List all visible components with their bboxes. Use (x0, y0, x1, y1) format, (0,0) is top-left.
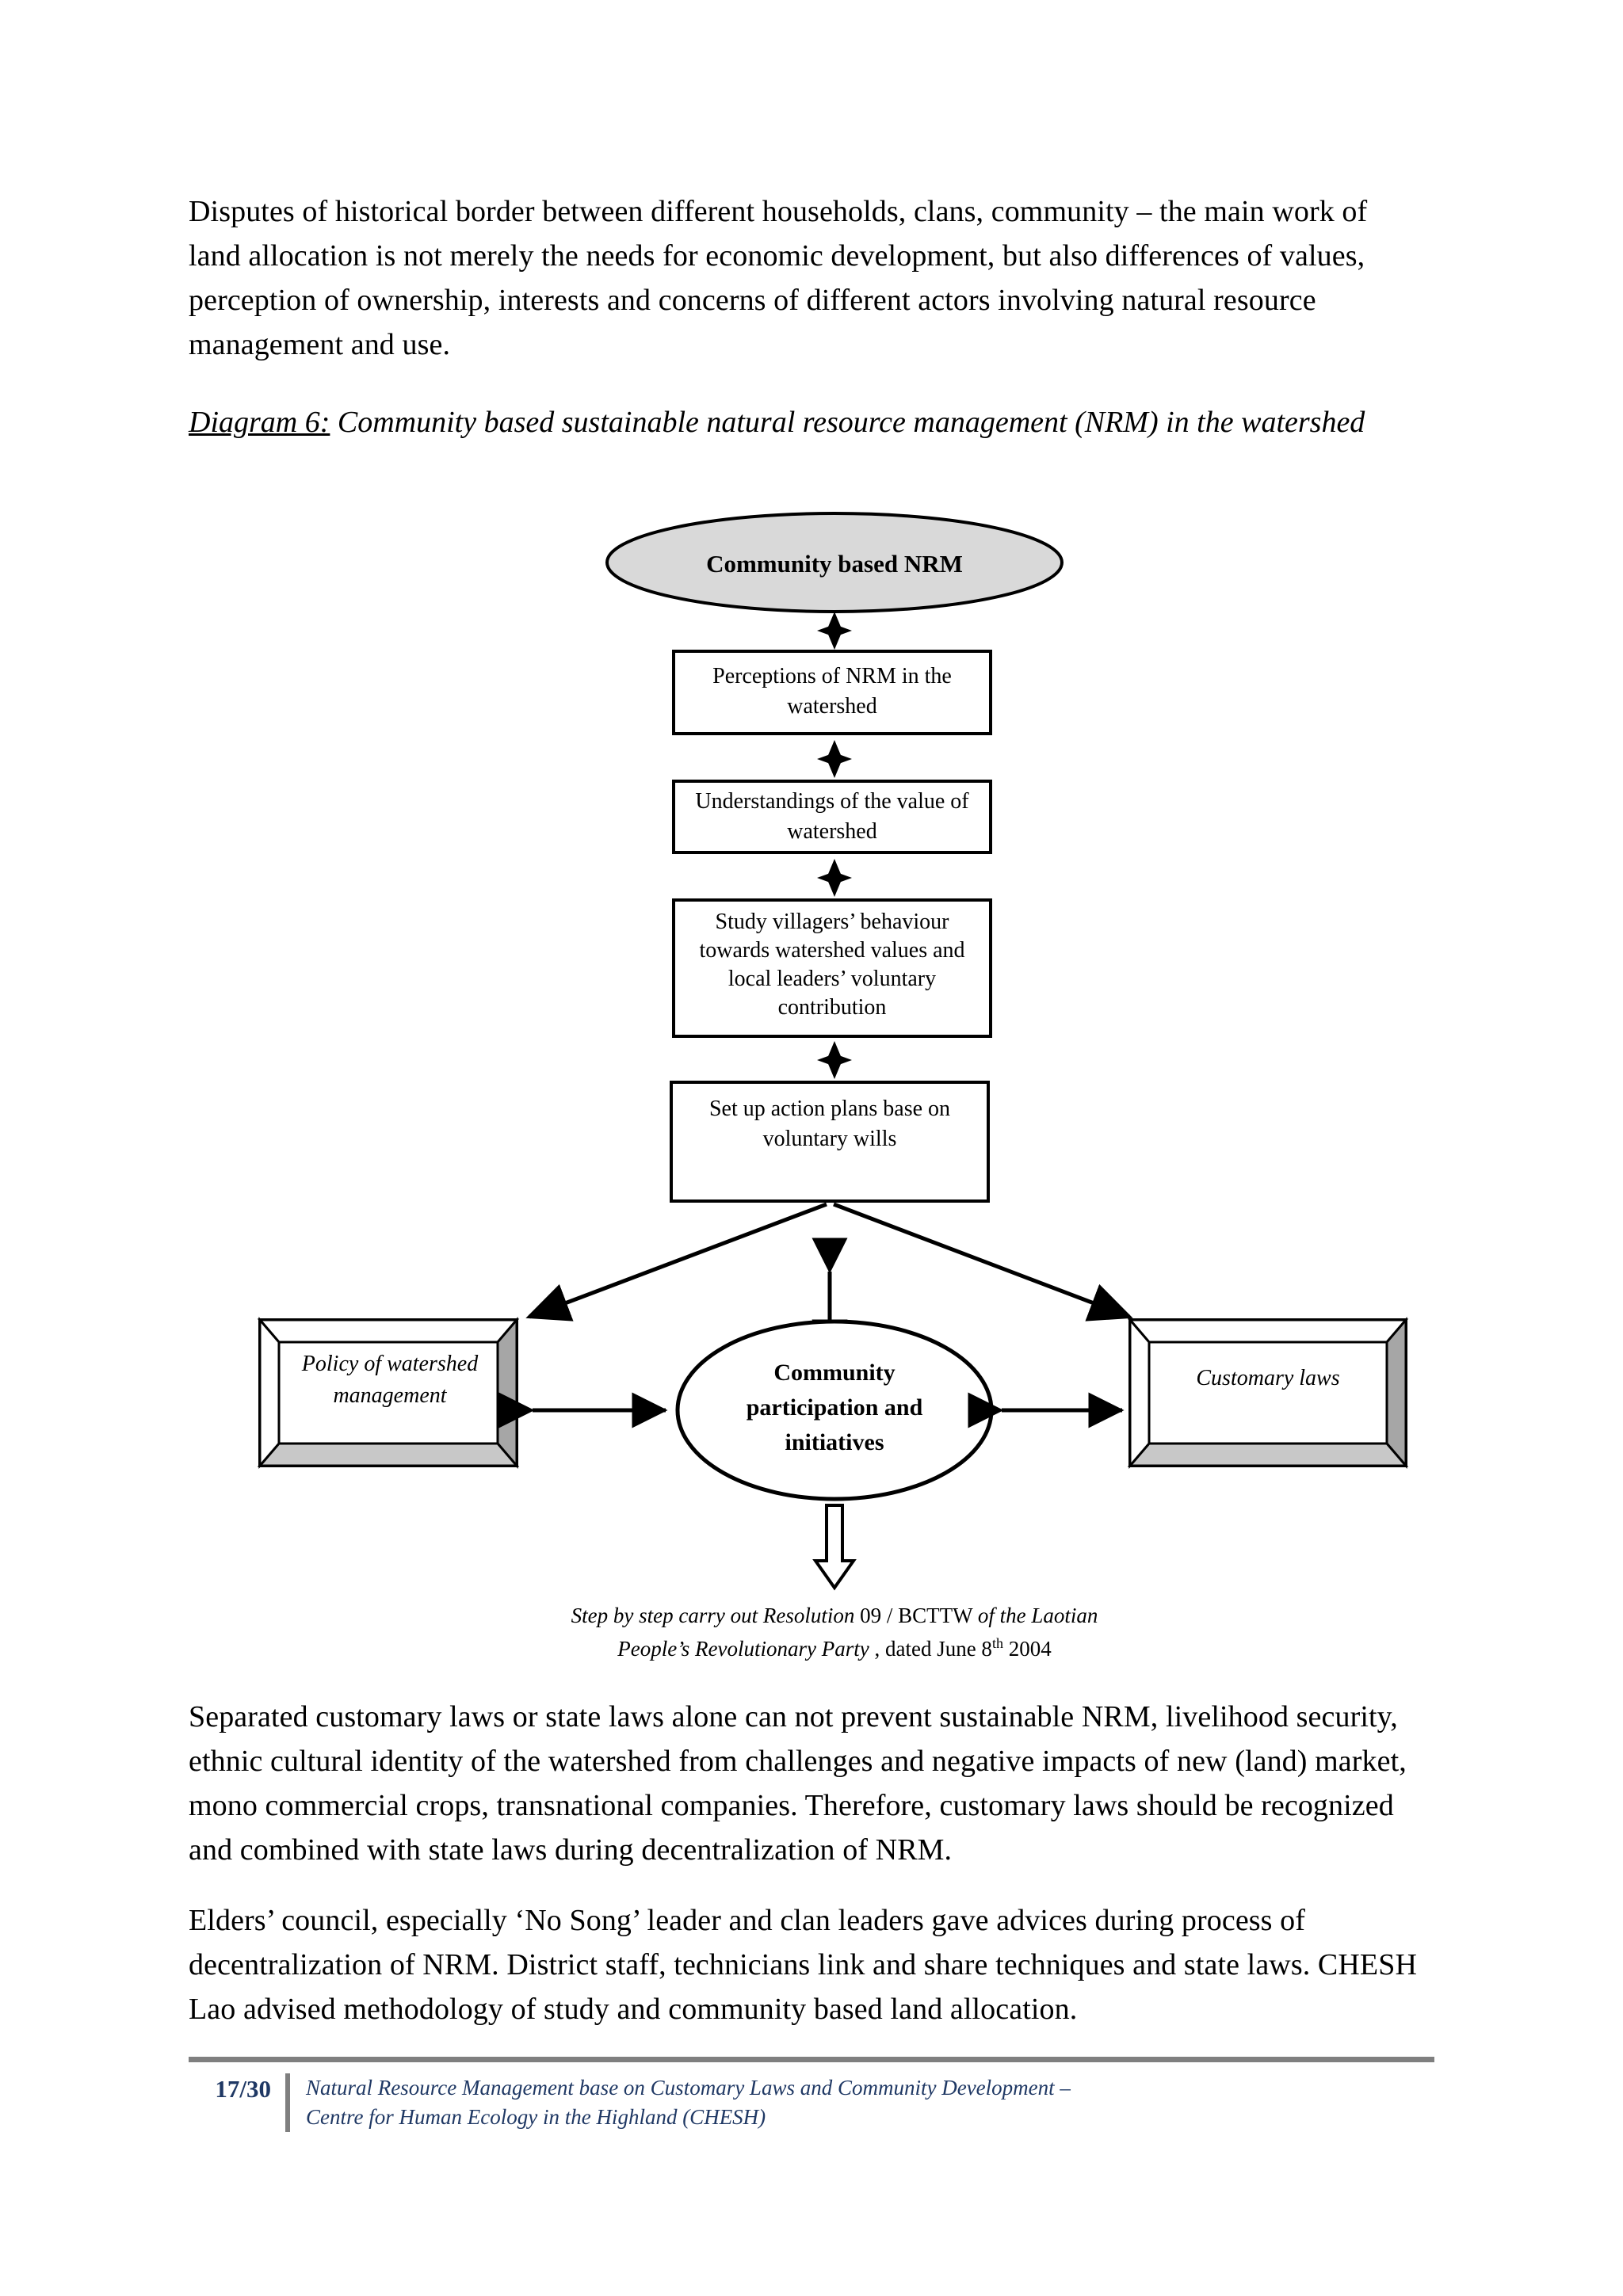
node-policy-line-2: management (333, 1383, 447, 1408)
footnote-l2-italic: People’s Revolutionary Party (617, 1637, 869, 1661)
figure-caption: Diagram 6: Community based sustainable n… (189, 401, 1425, 445)
connector-1 (817, 612, 852, 650)
diagram-6-figure: Community based NRM Perceptions of NRM i… (0, 475, 1623, 1664)
node-study-villagers-line-3: local leaders’ voluntary (728, 967, 936, 991)
node-study-villagers-behaviour: Study villagers’ behaviour towards water… (672, 898, 992, 1038)
node-action-plans-line-1: Set up action plans base on (709, 1097, 950, 1121)
node-participation-line-2: participation and (747, 1394, 923, 1421)
node-customary-laws: Customary laws (1127, 1316, 1409, 1470)
footnote-l2-roman-b: 2004 (1003, 1637, 1052, 1661)
node-community-based-nrm: Community based NRM (605, 512, 1064, 613)
node-understandings-line-2: watershed (787, 819, 877, 844)
diagram-footnote-line-2: People’s Revolutionary Party , dated Jun… (617, 1635, 1052, 1661)
figure-caption-block: Diagram 6: Community based sustainable n… (189, 401, 1425, 445)
footnote-l1-italic-a: Step by step carry out Resolution (571, 1604, 855, 1627)
node-perceptions-of-nrm-line-1: Perceptions of NRM in the (712, 664, 952, 688)
footnote-l1-italic-b: of the Laotian (978, 1604, 1098, 1627)
node-community-based-nrm-label: Community based NRM (706, 550, 963, 578)
node-customary-laws-label: Customary laws (1196, 1366, 1339, 1390)
figure-caption-text: Community based sustainable natural reso… (330, 406, 1365, 439)
node-study-villagers-line-2: towards watershed values and (699, 938, 964, 963)
arrow-hollow-down (812, 1504, 857, 1591)
node-policy-of-watershed-management: Policy of watershed management (257, 1316, 520, 1470)
node-study-villagers-line-1: Study villagers’ behaviour (716, 910, 950, 934)
node-community-participation: Community participation and initiatives (675, 1319, 994, 1501)
footer-title-line-1: Natural Resource Management base on Cust… (306, 2076, 1071, 2100)
node-study-villagers-line-4: contribution (778, 995, 887, 1020)
node-perceptions-of-nrm-line-2: watershed (787, 694, 877, 719)
footer-divider (189, 2057, 1434, 2062)
closing-paragraph-block: Separated customary laws or state laws a… (189, 1695, 1425, 2059)
connector-4 (817, 1041, 852, 1079)
footnote-l1-roman: 09 / BCTTW (854, 1604, 978, 1627)
node-participation-line-1: Community (773, 1360, 895, 1386)
page-footer: 17/30 Natural Resource Management base o… (189, 2057, 1434, 2132)
paragraph-3: Elders’ council, especially ‘No Song’ le… (189, 1904, 1418, 2027)
node-understandings-of-value: Understandings of the value of watershed (672, 780, 992, 854)
node-policy-line-1: Policy of watershed (301, 1352, 479, 1376)
connector-2 (817, 740, 852, 778)
paragraph-1: Disputes of historical border between di… (189, 195, 1368, 361)
node-perceptions-of-nrm: Perceptions of NRM in the watershed (672, 650, 992, 735)
footer-title-line-2: Centre for Human Ecology in the Highland… (306, 2104, 766, 2129)
footer-title-text: Natural Resource Management base on Cust… (306, 2073, 1071, 2131)
footnote-l2-sup: th (992, 1635, 1003, 1651)
footer-page-number: 17/30 (215, 2075, 271, 2103)
diagram-footnote-line-1: Step by step carry out Resolution 09 / B… (571, 1604, 1098, 1627)
paragraph-2: Separated customary laws or state laws a… (189, 1700, 1407, 1867)
arrow-to-customary-laws-box (833, 1202, 1133, 1322)
footer-vertical-bar (285, 2073, 290, 2132)
node-participation-line-3: initiatives (785, 1429, 884, 1455)
node-understandings-line-1: Understandings of the value of (695, 789, 969, 814)
intro-paragraph-block: Disputes of historical border between di… (189, 190, 1425, 394)
node-action-plans-line-2: voluntary wills (763, 1127, 897, 1151)
arrow-to-policy-box (525, 1202, 827, 1322)
footnote-l2-roman-a: , dated June 8 (869, 1637, 992, 1661)
figure-caption-label: Diagram 6: (189, 406, 330, 439)
connector-3 (817, 859, 852, 897)
node-set-up-action-plans: Set up action plans base on voluntary wi… (670, 1081, 990, 1203)
